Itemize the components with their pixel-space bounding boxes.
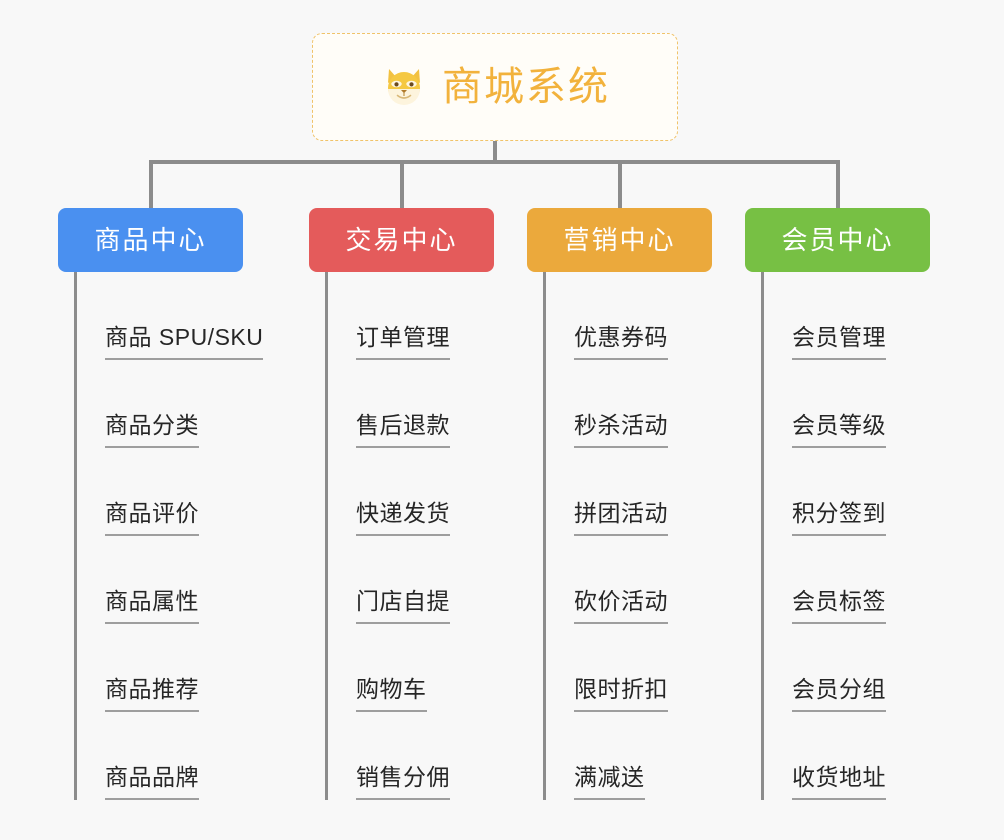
leaf-label: 售后退款 xyxy=(356,412,450,448)
leaf-list-member-center: 会员管理 会员等级 积分签到 会员标签 会员分组 收货地址 xyxy=(761,272,1004,800)
leaf-label: 会员管理 xyxy=(792,324,886,360)
list-item[interactable]: 销售分佣 xyxy=(325,712,625,800)
list-item[interactable]: 订单管理 xyxy=(325,272,625,360)
connector-drop-product-center xyxy=(149,160,153,208)
branch-member-center: 会员中心 会员管理 会员等级 积分签到 会员标签 会员分组 收货地址 xyxy=(745,208,930,800)
list-item[interactable]: 商品推荐 xyxy=(74,624,374,712)
list-item[interactable]: 拼团活动 xyxy=(543,448,843,536)
leaf-label: 满减送 xyxy=(574,764,645,800)
list-item[interactable]: 快递发货 xyxy=(325,448,625,536)
leaf-label: 秒杀活动 xyxy=(574,412,668,448)
leaf-label: 门店自提 xyxy=(356,588,450,624)
branch-header-label: 会员中心 xyxy=(781,225,894,255)
leaf-label: 拼团活动 xyxy=(574,500,668,536)
leaf-list-marketing-center: 优惠券码 秒杀活动 拼团活动 砍价活动 限时折扣 满减送 xyxy=(543,272,843,800)
leaf-label: 商品品牌 xyxy=(105,764,199,800)
list-item[interactable]: 积分签到 xyxy=(761,448,1004,536)
branch-header-product-center[interactable]: 商品中心 xyxy=(58,208,243,272)
branch-spine-product-center xyxy=(74,272,77,800)
list-item[interactable]: 商品 SPU/SKU xyxy=(74,272,374,360)
leaf-label: 快递发货 xyxy=(356,500,450,536)
leaf-label: 砍价活动 xyxy=(574,588,668,624)
branch-header-label: 交易中心 xyxy=(345,225,458,255)
branch-header-label: 商品中心 xyxy=(94,225,207,255)
leaf-label: 购物车 xyxy=(356,676,427,712)
branch-product-center: 商品中心 商品 SPU/SKU 商品分类 商品评价 商品属性 商品推荐 商品品牌 xyxy=(58,208,264,800)
connector-drop-marketing-center xyxy=(618,160,622,208)
leaf-label: 会员分组 xyxy=(792,676,886,712)
leaf-label: 商品推荐 xyxy=(105,676,199,712)
leaf-list-product-center: 商品 SPU/SKU 商品分类 商品评价 商品属性 商品推荐 商品品牌 xyxy=(74,272,374,800)
leaf-label: 限时折扣 xyxy=(574,676,668,712)
leaf-label: 收货地址 xyxy=(792,764,886,800)
list-item[interactable]: 商品属性 xyxy=(74,536,374,624)
connector-drop-member-center xyxy=(836,160,840,208)
branch-trade-center: 交易中心 订单管理 售后退款 快递发货 门店自提 购物车 销售分佣 xyxy=(309,208,494,800)
list-item[interactable]: 会员分组 xyxy=(761,624,1004,712)
branch-spine-marketing-center xyxy=(543,272,546,800)
list-item[interactable]: 限时折扣 xyxy=(543,624,843,712)
list-item[interactable]: 砍价活动 xyxy=(543,536,843,624)
leaf-list-trade-center: 订单管理 售后退款 快递发货 门店自提 购物车 销售分佣 xyxy=(325,272,625,800)
list-item[interactable]: 会员等级 xyxy=(761,360,1004,448)
list-item[interactable]: 购物车 xyxy=(325,624,625,712)
list-item[interactable]: 商品品牌 xyxy=(74,712,374,800)
leaf-label: 积分签到 xyxy=(792,500,886,536)
list-item[interactable]: 门店自提 xyxy=(325,536,625,624)
leaf-label: 会员等级 xyxy=(792,412,886,448)
list-item[interactable]: 售后退款 xyxy=(325,360,625,448)
root-node-shopping-mall-system[interactable]: 商城系统 xyxy=(312,33,678,141)
list-item[interactable]: 满减送 xyxy=(543,712,843,800)
leaf-label: 优惠券码 xyxy=(574,324,668,360)
connector-drop-trade-center xyxy=(400,160,404,208)
list-item[interactable]: 商品分类 xyxy=(74,360,374,448)
list-item[interactable]: 收货地址 xyxy=(761,712,1004,800)
leaf-label: 商品评价 xyxy=(105,500,199,536)
list-item[interactable]: 会员标签 xyxy=(761,536,1004,624)
branch-spine-member-center xyxy=(761,272,764,800)
root-title: 商城系统 xyxy=(442,65,610,109)
branch-header-marketing-center[interactable]: 营销中心 xyxy=(527,208,712,272)
branch-spine-trade-center xyxy=(325,272,328,800)
list-item[interactable]: 优惠券码 xyxy=(543,272,843,360)
list-item[interactable]: 秒杀活动 xyxy=(543,360,843,448)
list-item[interactable]: 会员管理 xyxy=(761,272,1004,360)
leaf-label: 会员标签 xyxy=(792,588,886,624)
leaf-label: 销售分佣 xyxy=(356,764,450,800)
leaf-label: 商品 SPU/SKU xyxy=(105,324,264,360)
connector-root-stem xyxy=(493,141,497,164)
leaf-label: 订单管理 xyxy=(356,324,450,360)
branch-marketing-center: 营销中心 优惠券码 秒杀活动 拼团活动 砍价活动 限时折扣 满减送 xyxy=(527,208,712,800)
branch-header-member-center[interactable]: 会员中心 xyxy=(745,208,930,272)
list-item[interactable]: 商品评价 xyxy=(74,448,374,536)
leaf-label: 商品属性 xyxy=(105,588,199,624)
leaf-label: 商品分类 xyxy=(105,412,199,448)
branch-header-label: 营销中心 xyxy=(563,225,676,255)
branch-header-trade-center[interactable]: 交易中心 xyxy=(309,208,494,272)
connector-horizontal-bus xyxy=(149,160,840,164)
dog-face-icon xyxy=(380,63,428,111)
